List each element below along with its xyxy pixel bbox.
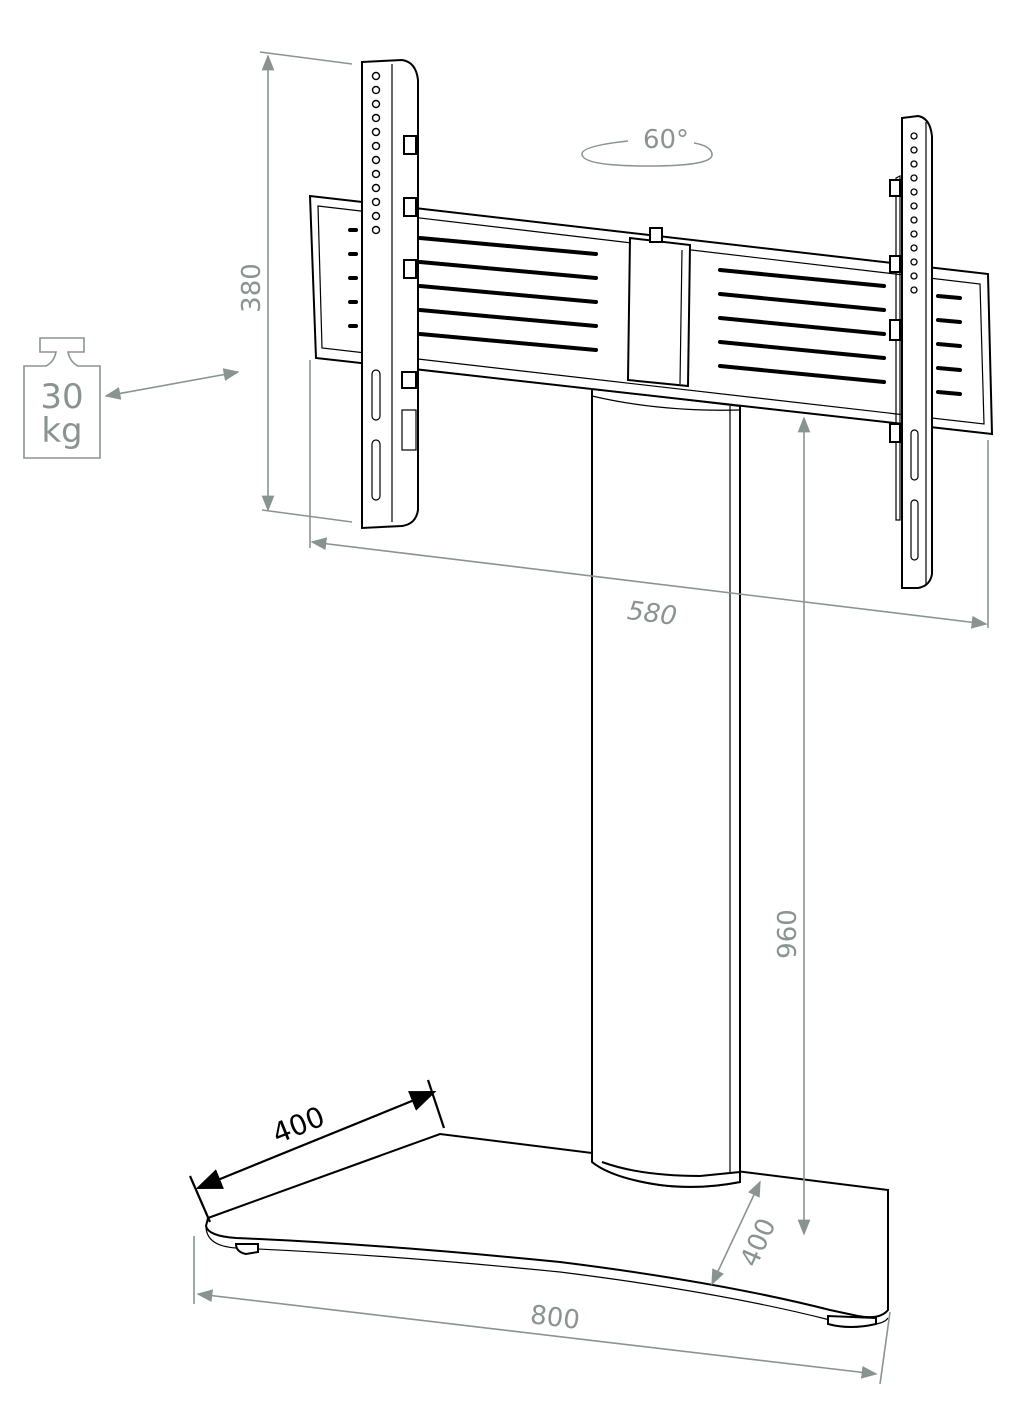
right-bracket: [889, 114, 933, 589]
dimension-height-380: 380: [237, 51, 353, 523]
mounting-rail: [308, 194, 994, 436]
width-label: 580: [626, 596, 679, 632]
dimension-width-800: 800: [193, 1236, 891, 1385]
rotation-indicator: 60°: [581, 125, 713, 167]
base-plate: [204, 1132, 889, 1328]
load-arrow: [104, 368, 240, 400]
dimension-height-960: 960: [773, 416, 811, 1236]
column: [591, 386, 741, 1188]
depth-left-label: 400: [267, 1100, 329, 1151]
dimension-width-580: 580: [309, 360, 989, 632]
rotation-angle: 60°: [643, 125, 689, 155]
weight-icon: 30 kg: [23, 337, 101, 459]
weight-unit: kg: [41, 411, 82, 451]
left-bracket: [361, 58, 419, 530]
weight-value: 30: [40, 377, 83, 417]
height-label: 380: [237, 263, 267, 313]
column-height-label: 960: [773, 909, 803, 959]
base-width-label: 800: [529, 1300, 582, 1336]
